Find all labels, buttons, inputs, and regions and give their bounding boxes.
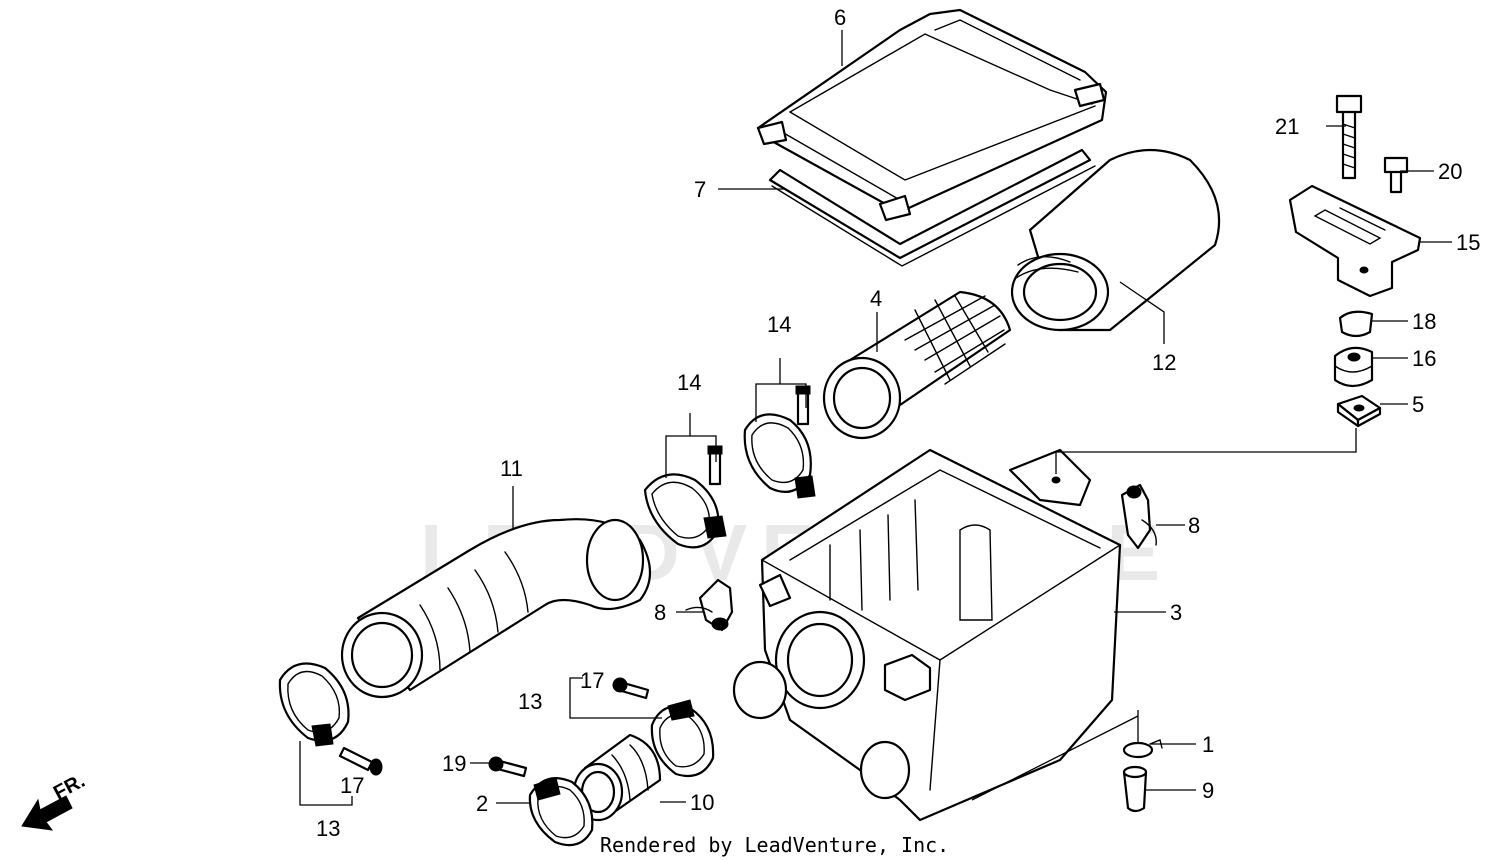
part-16-grommet[interactable] [1333,346,1374,388]
part-14-lower-clamp[interactable] [643,445,727,549]
callout-14-lower: 14 [677,370,701,395]
part-13-left-clamp[interactable] [278,662,350,747]
callout-15: 15 [1456,230,1480,255]
callout-8-right: 8 [1188,513,1200,538]
callout-21: 21 [1275,114,1299,139]
part-20-bolt[interactable] [1383,156,1409,194]
part-14-upper-clamp[interactable] [743,385,816,499]
part-2-clamp[interactable] [528,777,594,847]
callout-4: 4 [870,286,882,311]
front-arrow-icon [21,795,73,831]
part-8-left-clip[interactable] [685,578,734,632]
part-1-plug[interactable] [1122,739,1163,759]
part-18-collar[interactable] [1338,310,1374,338]
part-17-left-screw[interactable] [338,746,383,776]
callout-19: 19 [442,751,466,776]
callout-8-left: 8 [654,600,666,625]
leader-lines [299,30,1452,806]
part-6-cover[interactable] [756,8,1108,222]
callout-20: 20 [1438,159,1462,184]
callout-13-left: 13 [316,816,340,841]
part-11-connecting-tube[interactable] [340,518,651,699]
part-19-screw[interactable] [488,756,528,778]
part-12-filter-element[interactable] [1010,148,1221,332]
callout-7: 7 [694,177,706,202]
callout-10: 10 [690,790,714,815]
direction-label: FR. [50,770,89,805]
part-9-drain-cap[interactable] [1122,765,1148,813]
part-17-center-screw[interactable] [612,677,650,700]
part-15-bracket[interactable] [1288,184,1422,298]
callout-1: 1 [1202,732,1214,757]
part-13-center-clamp[interactable] [650,699,715,778]
callout-3: 3 [1170,600,1182,625]
part-4-filter-screen[interactable] [822,290,1012,440]
callout-9: 9 [1202,778,1214,803]
part-5-nut[interactable] [1336,394,1382,428]
callout-14-upper: 14 [767,312,791,337]
render-credit: Rendered by LeadVenture, Inc. [600,833,949,857]
callout-17-left: 17 [340,773,364,798]
callout-2: 2 [476,791,488,816]
part-21-bolt[interactable] [1335,94,1363,180]
front-direction-indicator: FR. [21,770,89,831]
callout-6: 6 [834,5,846,30]
part-8-right-clip[interactable] [1120,483,1157,550]
callout-13-center: 13 [518,689,542,714]
part-3-air-cleaner-case[interactable] [732,448,1122,822]
callout-18: 18 [1412,309,1436,334]
part-7-gasket[interactable] [768,148,1096,267]
callout-12: 12 [1152,350,1176,375]
callout-16: 16 [1412,346,1436,371]
callout-17-center: 17 [580,668,604,693]
callout-5: 5 [1412,392,1424,417]
callout-11: 11 [500,456,523,481]
callout-labels: 6 7 4 12 21 20 15 18 16 5 8 3 1 9 14 14 … [316,5,1480,841]
